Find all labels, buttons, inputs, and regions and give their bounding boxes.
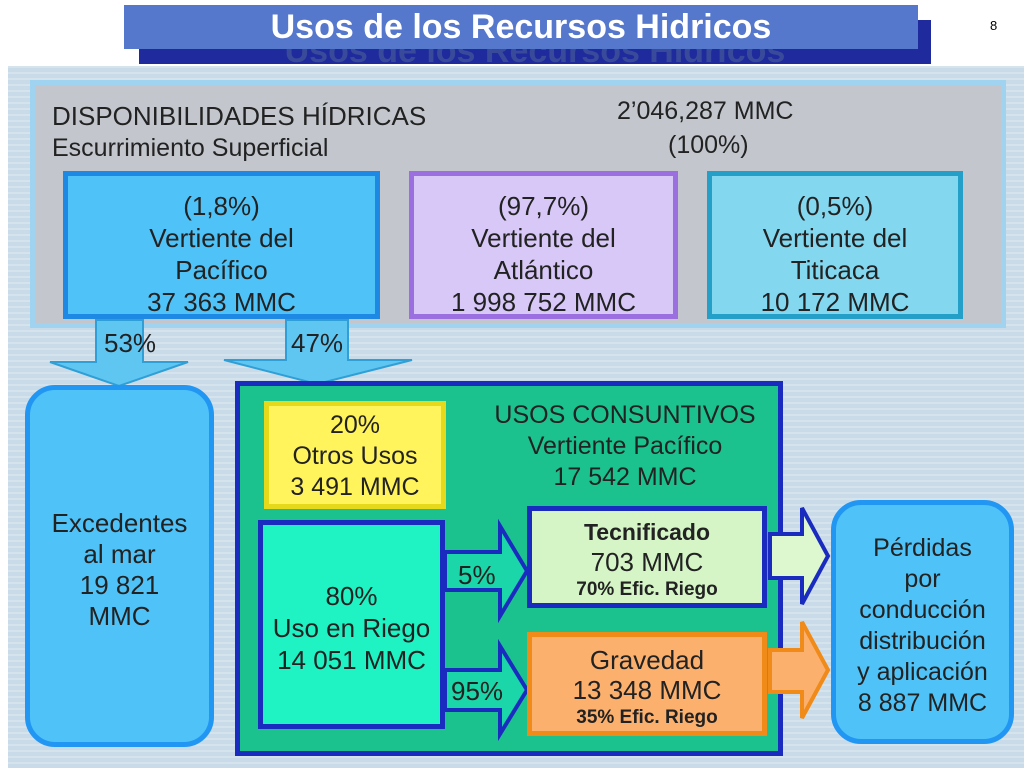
arrow-95-icon bbox=[443, 638, 530, 742]
excedentes-line: 19 821 bbox=[79, 570, 160, 600]
tecnificado-box: Tecnificado 703 MMC 70% Efic. Riego bbox=[527, 506, 767, 608]
riego-value: 14 051 MMC bbox=[277, 645, 426, 675]
otros-pct: 20% bbox=[329, 411, 381, 439]
usos-subtitle-line: Vertiente Pacífico bbox=[527, 432, 723, 460]
tecnificado-efic: 70% Efic. Riego bbox=[576, 579, 718, 600]
arrow-53-icon bbox=[49, 319, 189, 388]
vertiente-atlantico-box: (97,7%) Vertiente del Atlántico 1 998 75… bbox=[409, 171, 678, 319]
otros-label: Otros Usos bbox=[292, 442, 418, 470]
vertiente-name: Pacífico bbox=[175, 255, 268, 285]
vertiente-name: Titicaca bbox=[790, 255, 880, 285]
arrow-label-53: 53% bbox=[104, 328, 157, 358]
tecnificado-label: Tecnificado bbox=[583, 519, 711, 545]
vertiente-name: Atlántico bbox=[493, 255, 594, 285]
excedentes-line: al mar bbox=[83, 539, 156, 569]
vertiente-titicaca-box: (0,5%) Vertiente del Titicaca 10 172 MMC bbox=[707, 171, 963, 319]
perdidas-box: Pérdidas por conducción distribución y a… bbox=[831, 500, 1014, 744]
vertiente-label: Vertiente del bbox=[149, 223, 294, 253]
otros-usos-box: 20% Otros Usos 3 491 MMC bbox=[264, 401, 446, 509]
usos-value-line: 17 542 MMC bbox=[553, 463, 697, 491]
perdidas-line: Pérdidas bbox=[873, 534, 972, 562]
arrow-label-95: 95% bbox=[451, 676, 504, 706]
tecnificado-value: 703 MMC bbox=[590, 547, 704, 577]
gravedad-label: Gravedad bbox=[589, 645, 705, 675]
vertiente-label: Vertiente del bbox=[471, 223, 616, 253]
page-title: Usos de los Recursos Hidricos bbox=[270, 8, 772, 46]
otros-value: 3 491 MMC bbox=[290, 473, 420, 501]
availability-subtitle: Escurrimiento Superficial bbox=[52, 134, 329, 162]
perdidas-line: y aplicación bbox=[857, 658, 988, 686]
riego-pct: 80% bbox=[325, 581, 378, 611]
vertiente-value: 37 363 MMC bbox=[147, 287, 296, 317]
perdidas-line: distribución bbox=[859, 627, 986, 655]
vertiente-pacifico-box: (1,8%) Vertiente del Pacífico 37 363 MMC bbox=[63, 171, 380, 319]
uso-riego-box: 80% Uso en Riego 14 051 MMC bbox=[258, 520, 445, 729]
perdidas-line: por bbox=[904, 565, 941, 593]
usos-consuntivos-title: USOS CONSUNTIVOS Vertiente Pacífico 17 5… bbox=[484, 400, 766, 493]
arrow-47-icon bbox=[223, 319, 413, 386]
vertiente-label: Vertiente del bbox=[762, 223, 908, 253]
excedentes-box: Excedentes al mar 19 821 MMC bbox=[25, 385, 214, 747]
vertiente-pct: (1,8%) bbox=[183, 191, 260, 221]
usos-title-line: USOS CONSUNTIVOS bbox=[494, 401, 756, 429]
availability-total: 2’046,287 MMC bbox=[617, 97, 794, 125]
slide-number: 8 bbox=[990, 18, 998, 33]
vertiente-pct: (0,5%) bbox=[796, 191, 874, 221]
perdidas-line: 8 887 MMC bbox=[857, 689, 988, 717]
riego-label: Uso en Riego bbox=[272, 613, 431, 643]
perdidas-line: conducción bbox=[859, 596, 986, 624]
excedentes-line: MMC bbox=[88, 601, 151, 631]
arrow-5-icon bbox=[443, 518, 530, 624]
arrow-tecnificado-perdidas-icon bbox=[768, 507, 831, 605]
availability-total-pct: (100%) bbox=[668, 131, 749, 159]
vertiente-value: 10 172 MMC bbox=[760, 287, 910, 317]
excedentes-line: Excedentes bbox=[51, 508, 188, 538]
arrow-label-47: 47% bbox=[291, 328, 344, 358]
gravedad-efic: 35% Efic. Riego bbox=[576, 707, 718, 728]
gravedad-box: Gravedad 13 348 MMC 35% Efic. Riego bbox=[527, 632, 767, 736]
arrow-gravedad-perdidas-icon bbox=[768, 621, 831, 719]
vertiente-value: 1 998 752 MMC bbox=[451, 287, 636, 317]
gravedad-value: 13 348 MMC bbox=[572, 675, 722, 705]
vertiente-pct: (97,7%) bbox=[497, 191, 590, 221]
title-bar bbox=[124, 5, 918, 49]
arrow-label-5: 5% bbox=[458, 560, 496, 590]
availability-title: DISPONIBILIDADES HÍDRICAS bbox=[52, 101, 427, 131]
